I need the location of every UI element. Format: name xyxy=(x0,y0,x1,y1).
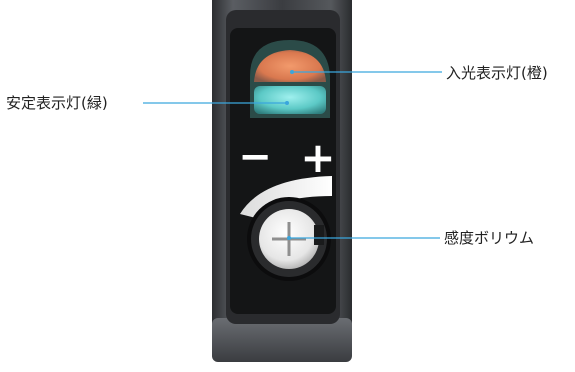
leader-endpoints xyxy=(285,70,294,240)
indicator-lens xyxy=(250,40,330,118)
stable-light-indicator xyxy=(254,86,326,114)
plus-symbol: + xyxy=(300,133,335,182)
leader-lines xyxy=(143,71,442,239)
stable-light-label: 安定表示灯(緑) xyxy=(6,94,108,112)
sensitivity-knob-label: 感度ボリウム xyxy=(444,229,535,247)
incident-light-indicator xyxy=(254,50,326,82)
minus-symbol: − xyxy=(238,134,272,180)
incident-light-label: 入光表示灯(橙) xyxy=(446,64,548,82)
